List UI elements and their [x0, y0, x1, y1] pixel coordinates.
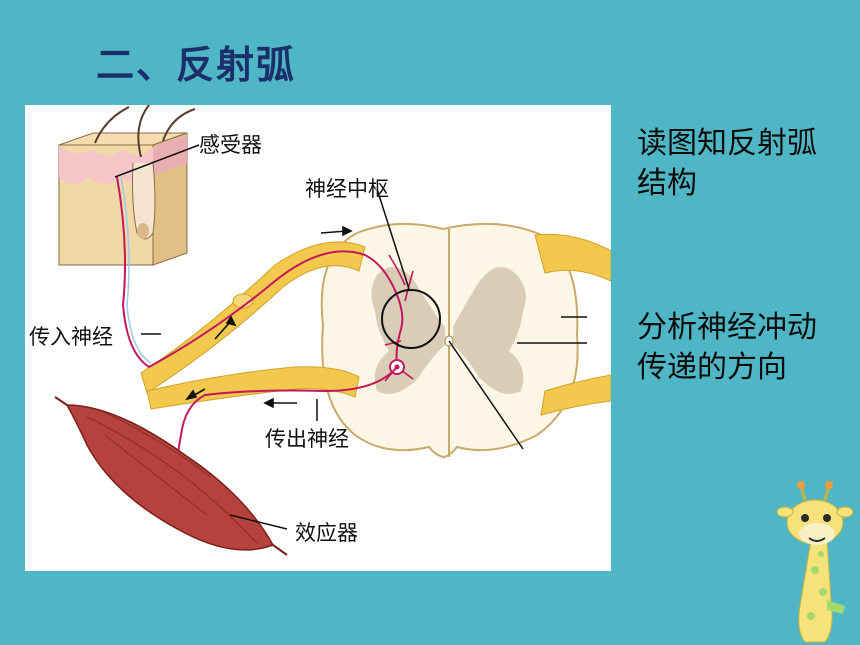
- label-receptor: 感受器: [199, 133, 262, 157]
- afferent-fiber-sheath: [120, 176, 152, 364]
- label-afferent-nerve: 传入神经: [29, 325, 113, 349]
- label-efferent-nerve: 传出神经: [265, 427, 349, 451]
- slide-title: 二、反射弧: [96, 43, 297, 87]
- leader-lines: [114, 144, 587, 530]
- side-note-direction: 分析神经冲动传递的方向: [637, 310, 817, 385]
- nerve-center-circle: [381, 289, 441, 349]
- giraffe-mascot-icon: [776, 481, 854, 643]
- label-nerve-center: 神经中枢: [305, 177, 389, 201]
- afferent-fiber: [116, 176, 398, 369]
- reflex-arc-illustration: [54, 105, 611, 556]
- direction-arrows: [185, 225, 353, 409]
- muscle: [54, 396, 288, 556]
- label-effector: 效应器: [295, 521, 358, 545]
- skin-block: [58, 105, 196, 266]
- efferent-fiber: [175, 366, 398, 496]
- reflex-arc-figure: 感受器 神经中枢 传入神经 传出神经 效应器: [25, 105, 611, 571]
- side-note-structure: 读图知反射弧结构: [637, 126, 817, 201]
